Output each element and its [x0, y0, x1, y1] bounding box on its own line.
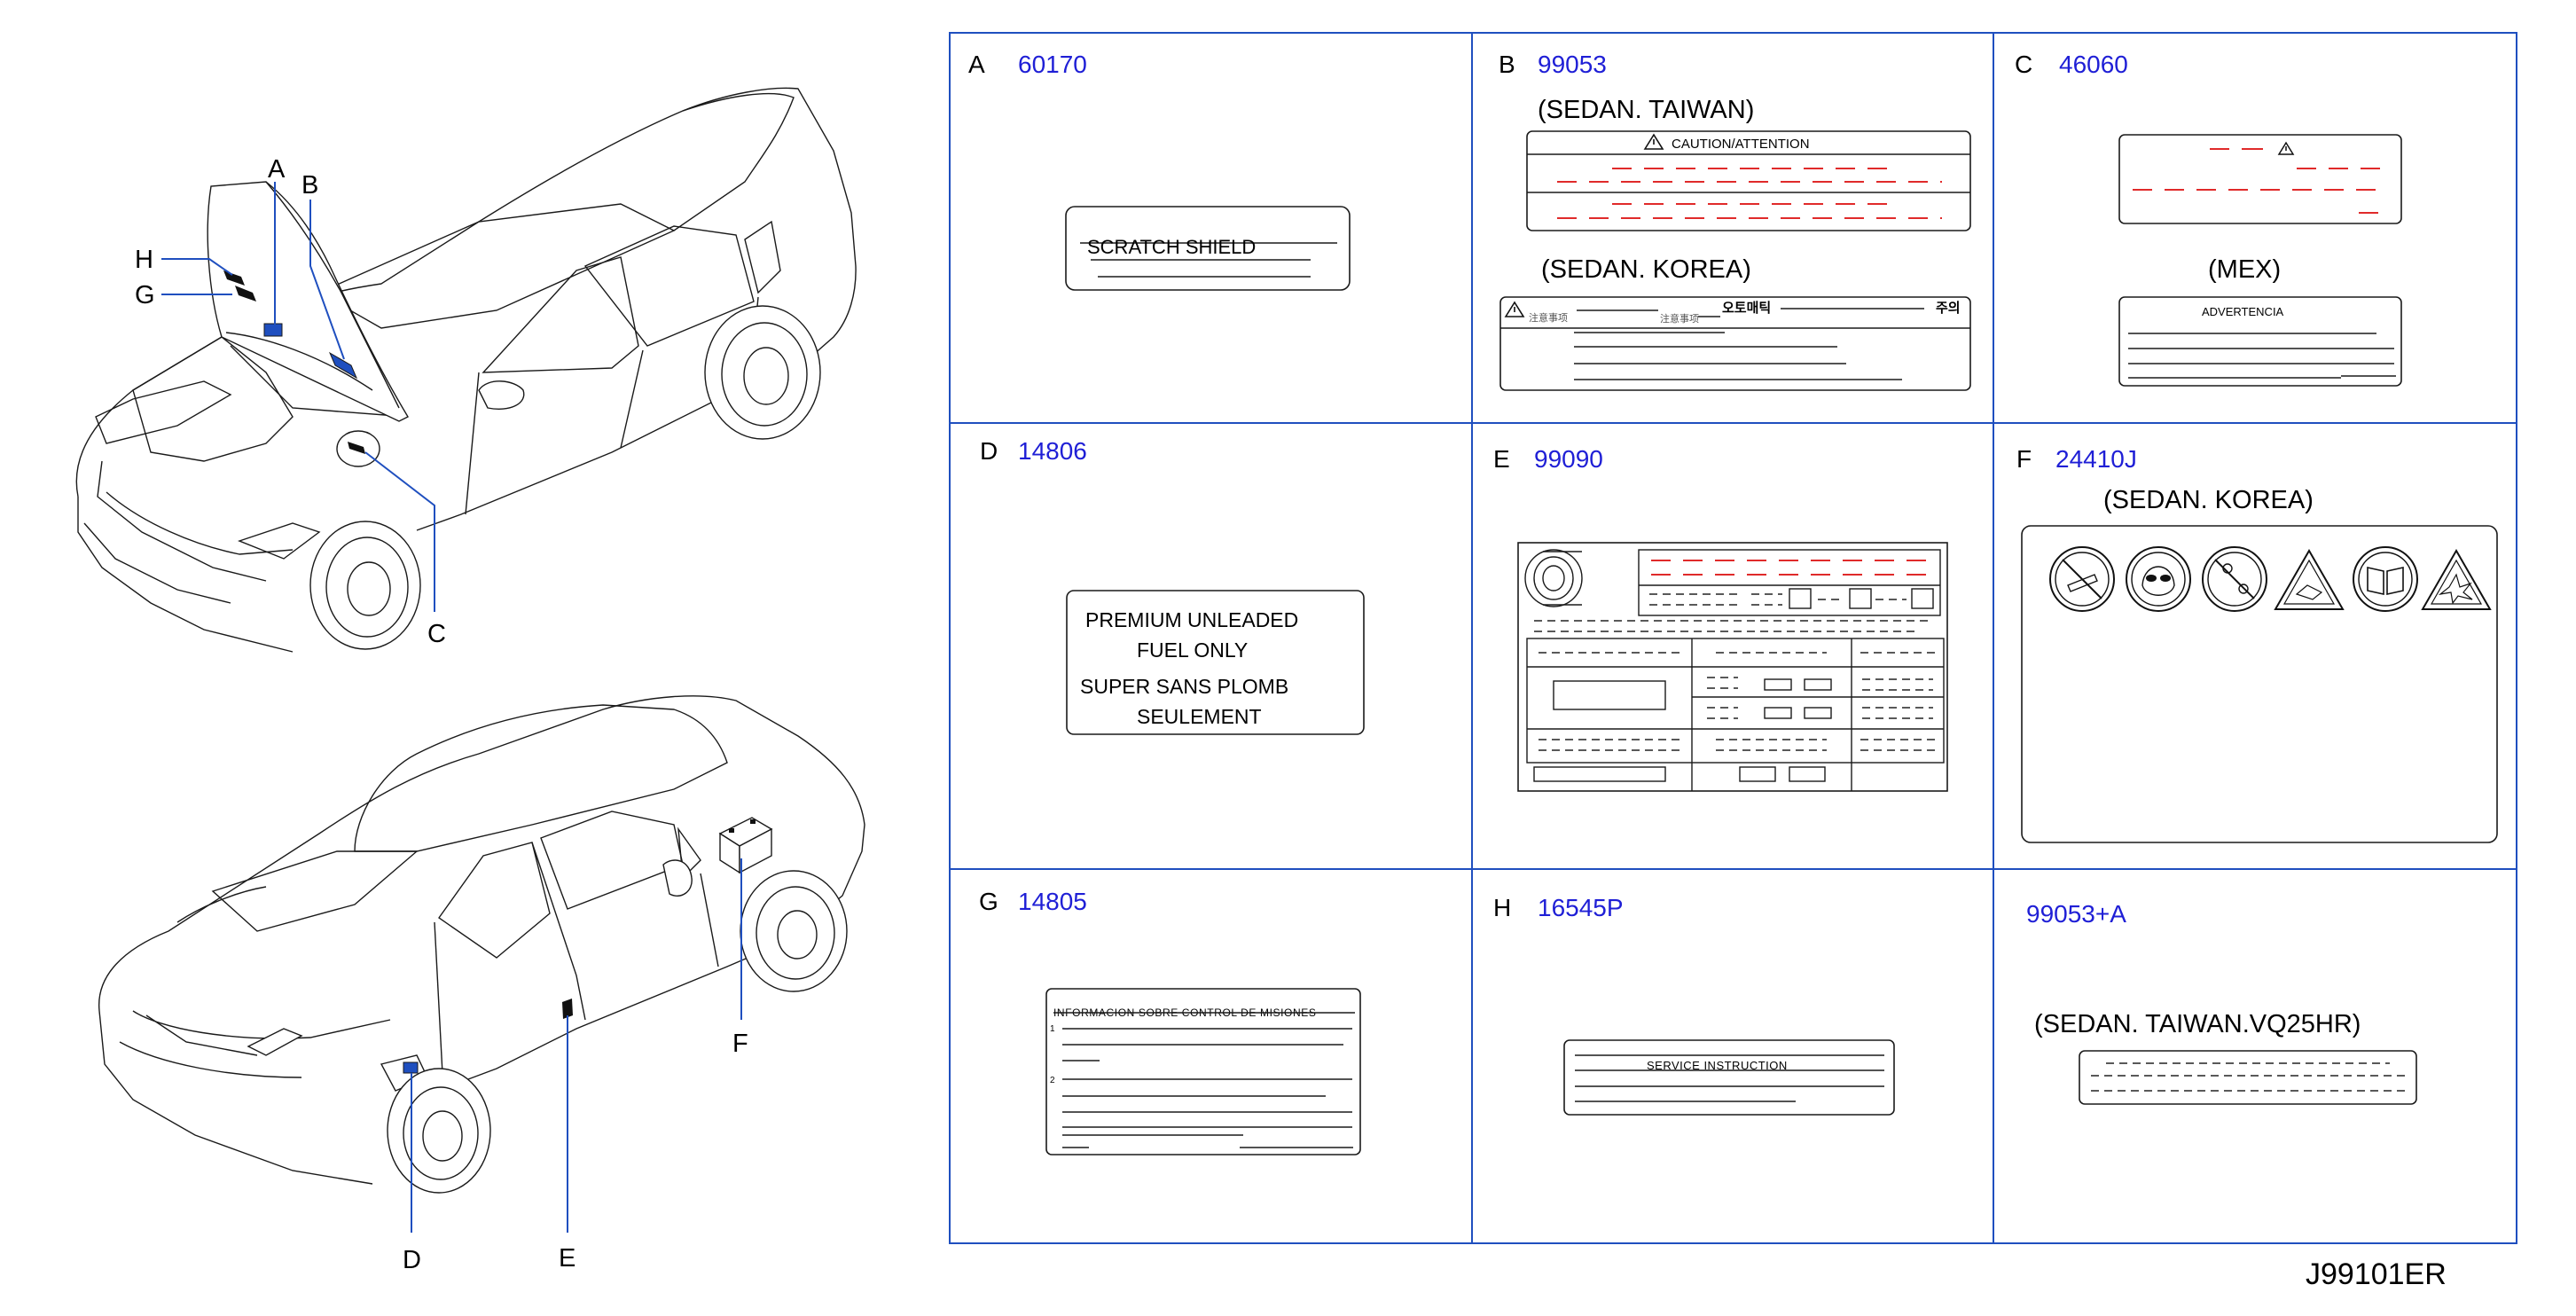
caption-taiwan-vq25hr: (SEDAN. TAIWAN.VQ25HR): [2034, 1010, 2361, 1038]
part-number: 16545P: [1538, 894, 1624, 921]
callout-g: G: [135, 281, 155, 309]
label-line: FUEL ONLY: [1137, 638, 1248, 662]
label-title: ADVERTENCIA: [2202, 305, 2284, 318]
callout-c: C: [427, 620, 446, 648]
part-number: 60170: [1018, 51, 1087, 78]
label-service-instruction: SERVICE INSTRUCTION: [1563, 1039, 1895, 1116]
part-number: 14806: [1018, 437, 1087, 465]
label-text: SCRATCH SHIELD: [1087, 236, 1256, 258]
car-rear-callouts: D E F: [403, 1030, 748, 1274]
cell-letter: H: [1493, 894, 1511, 921]
cell-letter: D: [980, 437, 998, 465]
label-emission-info: INFORMACION SOBRE CONTROL DE MISIONES 1 …: [1045, 988, 1361, 1155]
battery-icon: [718, 817, 773, 874]
label-number: 1: [1050, 1024, 1055, 1034]
cell-e: E 99090: [1493, 445, 1948, 792]
cell-letter: B: [1499, 51, 1515, 78]
part-number: 46060: [2059, 51, 2128, 78]
car-front-callouts: A B H G C: [135, 155, 446, 648]
label-caution-korea: 注意事项 注意事项 오토매틱 주의: [1499, 296, 1971, 391]
callout-a: A: [268, 155, 286, 184]
eye-protection-icon: [2126, 546, 2191, 612]
cell-g: G 14805 INFORMACION SOBRE CONTROL DE MIS…: [979, 888, 1361, 1155]
car-front-leaders: [161, 182, 435, 612]
warning-triangle-icon: [1643, 133, 1664, 150]
callout-d: D: [403, 1246, 421, 1274]
label-advertencia: ADVERTENCIA: [2118, 296, 2402, 387]
caption-mex: (MEX): [2208, 255, 2281, 284]
label-line: SUPER SANS PLOMB: [1080, 675, 1288, 698]
cell-c: C 46060 (MEX) ADVERTENCIA: [2015, 51, 2402, 387]
warning-triangle-icon: [1504, 301, 1525, 317]
part-number: 99053: [1538, 51, 1607, 78]
warning-triangle-icon: [2277, 141, 2295, 155]
cell-99053a: 99053+A (SEDAN. TAIWAN.VQ25HR): [2026, 900, 2417, 1105]
cell-letter: F: [2016, 445, 2032, 473]
part-number: 99090: [1534, 445, 1603, 473]
caption-korea: (SEDAN. KOREA): [2103, 486, 2314, 514]
label-mid-text: 注意事项: [1660, 312, 1699, 325]
label-number: 2: [1050, 1076, 1055, 1085]
callout-e: E: [559, 1244, 575, 1273]
cell-letter: C: [2015, 51, 2032, 78]
label-warning: [2118, 134, 2402, 224]
label-tire-placard: [1517, 542, 1948, 792]
caption-taiwan: (SEDAN. TAIWAN): [1538, 96, 1754, 124]
no-smoking-icon: [2049, 546, 2115, 612]
cell-b: B 99053 (SEDAN. TAIWAN) CAUTION/ATTENTIO…: [1499, 51, 1971, 391]
part-number: 24410J: [2055, 445, 2137, 473]
label-left-text: 注意事项: [1529, 311, 1568, 324]
car-rear-leaders: [411, 858, 742, 1233]
label-caution-taiwan: CAUTION/ATTENTION: [1526, 130, 1971, 231]
manual-icon: [2353, 546, 2418, 612]
label-right-text: 주의: [1936, 300, 1961, 316]
cell-d: D 14806 PREMIUM UNLEADED FUEL ONLY SUPER…: [980, 437, 1365, 735]
tire-icon: [1524, 549, 1583, 607]
cell-h: H 16545P SERVICE INSTRUCTION: [1493, 894, 1895, 1116]
cell-a: A 60170 SCRATCH SHIELD: [968, 51, 1351, 291]
label-battery-warning: [2021, 525, 2498, 843]
cell-letter: E: [1493, 445, 1510, 473]
no-children-icon: [2202, 546, 2267, 612]
cell-letter: G: [979, 888, 998, 915]
part-number: 99053+A: [2026, 900, 2126, 928]
label-caution-small: [2079, 1050, 2417, 1105]
explosion-icon: [2421, 548, 2492, 610]
label-scratch-shield: SCRATCH SHIELD: [1065, 206, 1351, 291]
label-grid: [949, 32, 2517, 1244]
label-title: CAUTION/ATTENTION: [1672, 137, 1810, 152]
callout-h: H: [135, 246, 153, 274]
label-title: SERVICE INSTRUCTION: [1647, 1059, 1788, 1072]
label-line: SEULEMENT: [1137, 705, 1262, 728]
cell-f: F 24410J (SEDAN. KOREA): [2016, 445, 2498, 843]
part-number: 14805: [1018, 888, 1087, 915]
car-front-view: [75, 87, 857, 653]
cell-letter: A: [968, 51, 985, 78]
callout-b: B: [301, 171, 318, 200]
drawing-number: J99101ER: [2306, 1257, 2447, 1291]
label-brand: 오토매틱: [1722, 300, 1771, 316]
label-line: PREMIUM UNLEADED: [1085, 608, 1298, 631]
corrosive-icon: [2274, 548, 2345, 610]
caption-korea: (SEDAN. KOREA): [1541, 255, 1751, 284]
callout-f: F: [732, 1030, 748, 1058]
label-fuel: PREMIUM UNLEADED FUEL ONLY SUPER SANS PL…: [1066, 590, 1365, 735]
car-rear-view: [98, 695, 865, 1194]
